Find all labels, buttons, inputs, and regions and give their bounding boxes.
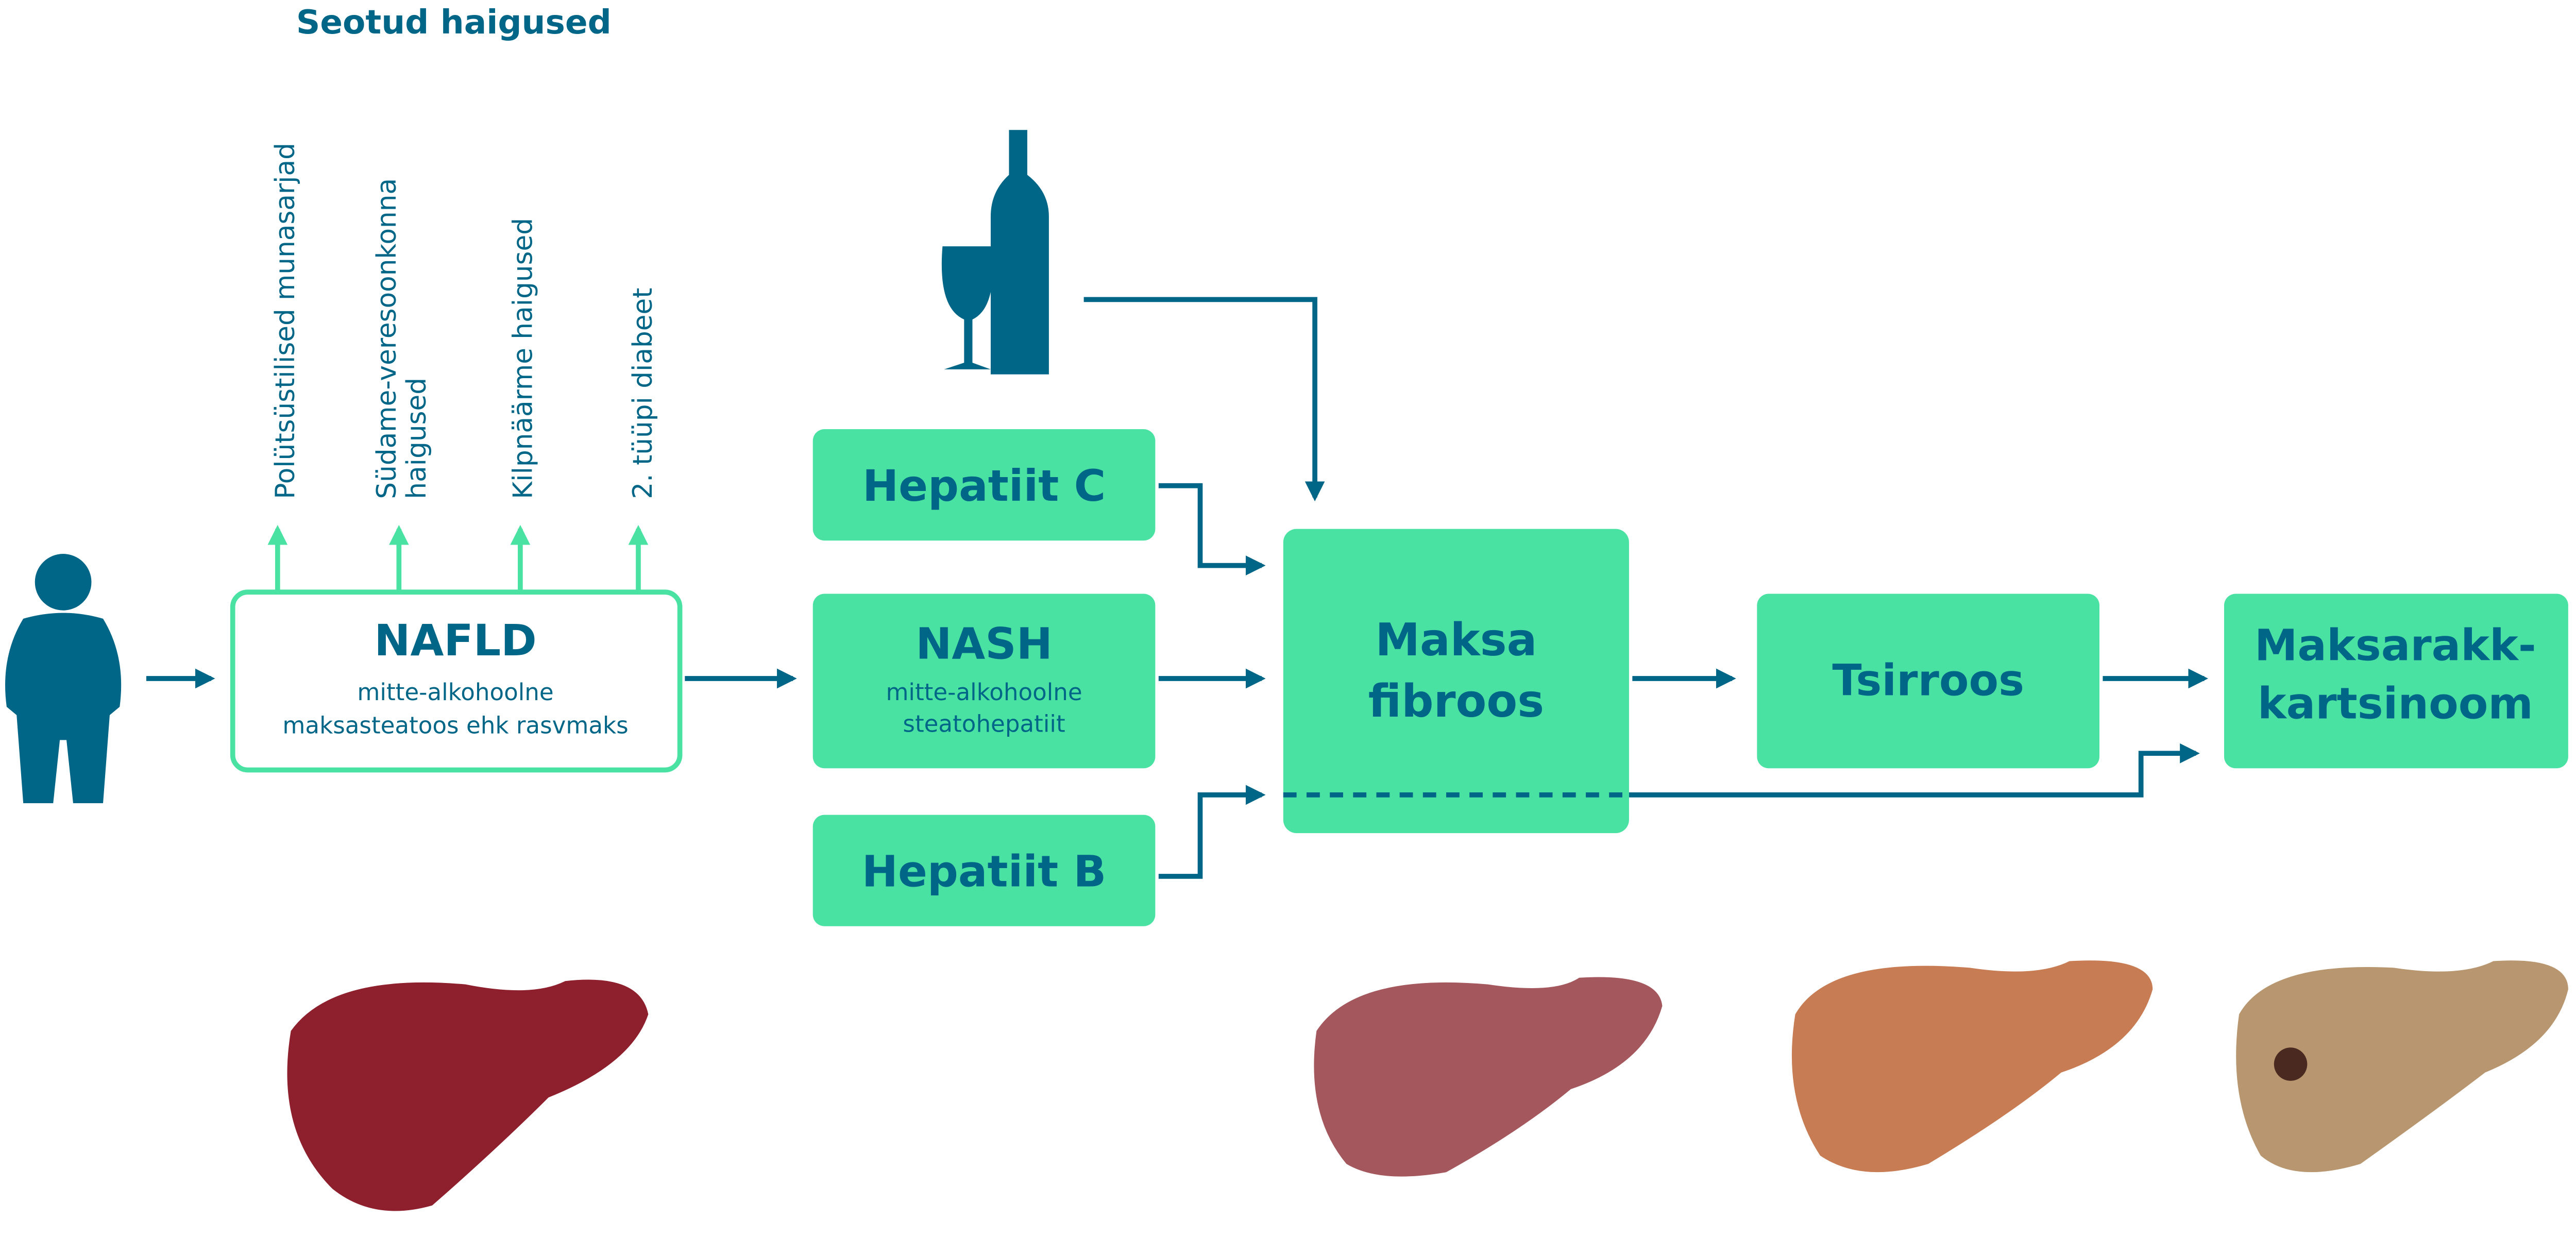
- hepatitis-c-label: Hepatiit C: [862, 461, 1106, 511]
- fibrosis-box: Maksa fibroos: [1283, 529, 1629, 834]
- related-disease-label: 2. tüüpi diabeet: [628, 288, 658, 499]
- related-disease-label: Kilpnäärme haigused: [507, 218, 538, 499]
- cirrhosis-box: Tsirroos: [1757, 594, 2100, 769]
- alcohol-icon: [941, 130, 1049, 375]
- related-disease-label: Südame-veresoonkonna: [371, 178, 402, 499]
- related-disease-label: haigused: [401, 378, 432, 499]
- cancer-liver-image: [2236, 960, 2568, 1173]
- nafld-box: NAFLD mitte-alkohoolne maksasteatoos ehk…: [230, 589, 683, 773]
- cirrhotic-liver-image: [1791, 960, 2153, 1173]
- person-icon: [5, 554, 122, 804]
- fibrotic-liver-image: [1314, 977, 1663, 1177]
- hepatitis-c-box: Hepatiit C: [812, 429, 1156, 541]
- related-disease-label: Polütsüstilised munasarjad: [270, 143, 301, 499]
- fibrosis-label: fibroos: [1368, 675, 1544, 727]
- nafld-title: NAFLD: [374, 615, 536, 666]
- hcc-label: Maksarakk-: [2255, 620, 2536, 671]
- nafld-subtitle: mitte-alkohoolne: [357, 679, 553, 706]
- hepatitis-b-box: Hepatiit B: [812, 815, 1156, 926]
- fatty-liver-image: [287, 979, 649, 1211]
- cirrhosis-label: Tsirroos: [1832, 655, 2024, 705]
- fibrosis-label: Maksa: [1375, 614, 1537, 666]
- related-disease-arrows: [267, 524, 649, 592]
- hcc-label: kartsinoom: [2258, 678, 2533, 728]
- flow-arrows: [146, 297, 2209, 879]
- hepatitis-b-label: Hepatiit B: [862, 846, 1107, 896]
- nafld-subtitle: maksasteatoos ehk rasvmaks: [282, 711, 628, 739]
- nash-box: NASH mitte-alkohoolne steatohepatiit: [812, 594, 1156, 769]
- nash-subtitle: mitte-alkohoolne: [886, 679, 1082, 706]
- hcc-box: Maksarakk- kartsinoom: [2224, 594, 2568, 769]
- diagram-title: Seotud haigused: [296, 3, 612, 42]
- nash-title: NASH: [916, 618, 1053, 669]
- nash-subtitle: steatohepatiit: [903, 710, 1065, 737]
